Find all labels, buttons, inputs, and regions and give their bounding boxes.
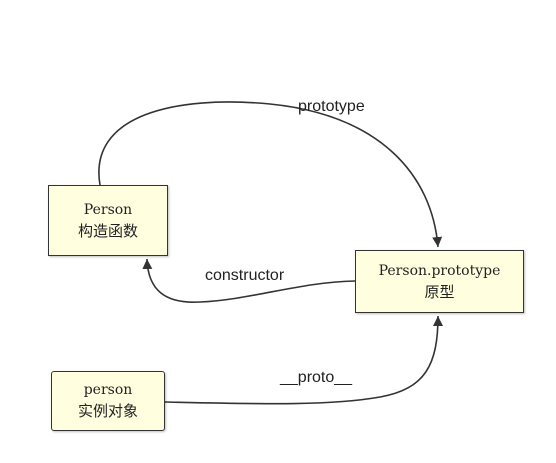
node-person-constructor: Person 构造函数 xyxy=(48,185,168,256)
node-person-prototype-desc: 原型 xyxy=(424,282,455,301)
edge-prototype xyxy=(98,101,443,248)
node-person-constructor-name: Person xyxy=(83,201,133,218)
edge-label-constructor: constructor xyxy=(205,267,285,284)
node-person-instance: person 实例对象 xyxy=(51,371,165,431)
edge-label-prototype: prototype xyxy=(298,98,365,115)
node-person-prototype-name: Person.prototype xyxy=(378,262,501,279)
node-person-instance-name: person xyxy=(83,382,133,398)
edge-constructor xyxy=(142,258,356,303)
node-person-instance-desc: 实例对象 xyxy=(77,402,138,420)
edge-proto xyxy=(164,315,443,405)
edge-label-proto: __proto__ xyxy=(280,369,353,386)
node-person-constructor-desc: 构造函数 xyxy=(77,221,138,240)
node-person-prototype: Person.prototype 原型 xyxy=(355,250,524,313)
